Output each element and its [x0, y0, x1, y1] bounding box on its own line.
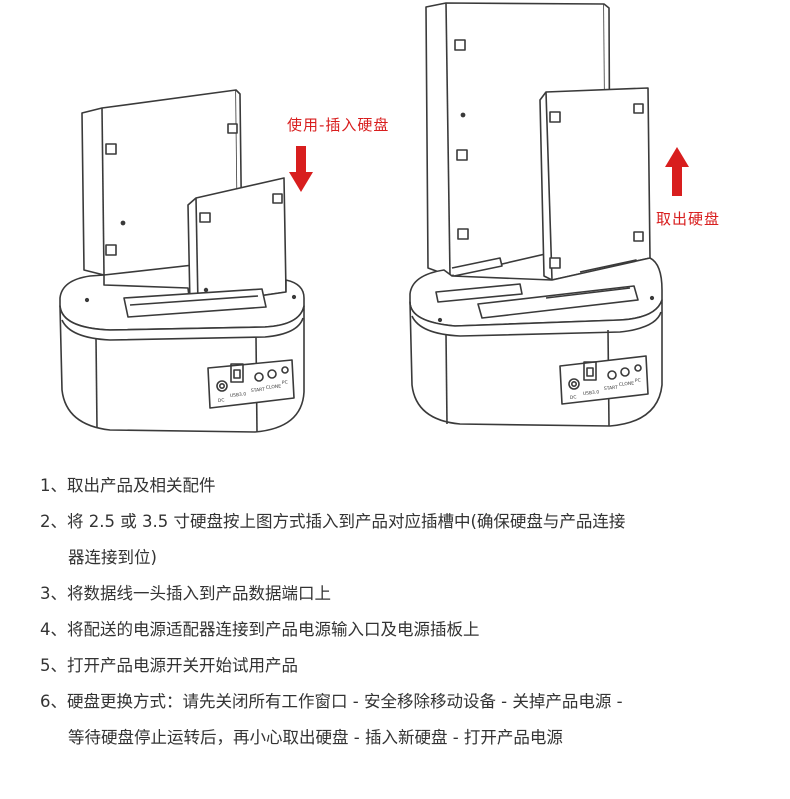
left-small-hdd — [187, 177, 287, 306]
left-port-dc-label: DC — [218, 397, 225, 404]
instruction-step: 2、将 2.5 或 3.5 寸硬盘按上图方式插入到产品对应插槽中(确保硬盘与产品… — [40, 504, 770, 576]
step-text: 3、将数据线一头插入到产品数据端口上 — [40, 584, 331, 603]
instruction-list: 1、取出产品及相关配件 2、将 2.5 或 3.5 寸硬盘按上图方式插入到产品对… — [40, 468, 770, 756]
arrow-down-icon — [289, 146, 313, 192]
left-port-usb-label: USB3.0 — [230, 391, 247, 399]
step-text: 2、将 2.5 或 3.5 寸硬盘按上图方式插入到产品对应插槽中(确保硬盘与产品… — [40, 512, 626, 531]
step-text: 6、硬盘更换方式：请先关闭所有工作窗口 - 安全移除移动设备 - 关掉产品电源 … — [40, 692, 623, 711]
step-text: 1、取出产品及相关配件 — [40, 476, 216, 495]
right-port-panel — [559, 355, 649, 405]
step-text-continued: 器连接到位) — [68, 548, 157, 567]
right-port-usb-label: USB3.0 — [583, 389, 600, 397]
instruction-step: 5、打开产品电源开关开始试用产品 — [40, 648, 770, 684]
instruction-step: 6、硬盘更换方式：请先关闭所有工作窗口 - 安全移除移动设备 - 关掉产品电源 … — [40, 684, 770, 756]
step-text: 4、将配送的电源适配器连接到产品电源输入口及电源插板上 — [40, 620, 480, 639]
right-port-clone-label: CLONE — [619, 380, 635, 388]
left-port-start-label: START — [251, 387, 266, 394]
step-text: 5、打开产品电源开关开始试用产品 — [40, 656, 298, 675]
instruction-step: 1、取出产品及相关配件 — [40, 468, 770, 504]
left-port-panel — [207, 359, 295, 409]
left-dock-illustration — [59, 89, 305, 433]
instruction-step: 4、将配送的电源适配器连接到产品电源输入口及电源插板上 — [40, 612, 770, 648]
insert-hdd-label: 使用-插入硬盘 — [287, 116, 390, 134]
right-port-start-label: START — [604, 385, 619, 392]
right-port-pc-label: PC — [635, 377, 641, 384]
instruction-step: 3、将数据线一头插入到产品数据端口上 — [40, 576, 770, 612]
left-port-clone-label: CLONE — [266, 383, 282, 391]
right-small-hdd — [539, 87, 651, 281]
right-dock-illustration — [409, 2, 663, 427]
arrow-up-icon — [665, 147, 689, 196]
step-text-continued: 等待硬盘停止运转后，再小心取出硬盘 - 插入新硬盘 - 打开产品电源 — [68, 728, 563, 747]
left-port-pc-label: PC — [282, 379, 288, 386]
remove-hdd-label: 取出硬盘 — [656, 210, 721, 228]
docking-station-illustration: DC USB3.0 START CLONE PC DC USB3.0 START… — [59, 2, 689, 433]
right-port-dc-label: DC — [570, 394, 577, 401]
